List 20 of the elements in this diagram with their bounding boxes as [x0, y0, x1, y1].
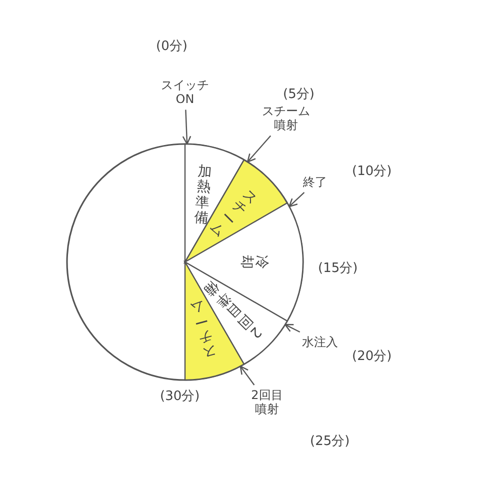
time-label: (15分)	[318, 262, 358, 277]
annotation-text: 水注入	[300, 335, 340, 350]
annotation-text: スイッチON	[160, 78, 210, 107]
sector-label: 加熱準備	[192, 164, 212, 227]
annotation-text: スチーム噴射	[262, 104, 310, 133]
time-label: (5分)	[283, 88, 314, 103]
annotation-text: 2回目噴射	[246, 388, 288, 417]
arrow	[288, 192, 305, 208]
sector-label: スチーム	[188, 296, 218, 360]
sector-label: 冷却	[238, 254, 269, 270]
time-label: (0分)	[156, 40, 188, 55]
arrow	[240, 366, 255, 386]
time-label: (30分)	[160, 390, 200, 405]
time-label: (10分)	[352, 165, 392, 180]
arrow	[182, 110, 192, 145]
annotation-text: 終了	[300, 175, 330, 190]
arrow	[284, 324, 300, 333]
time-label: (25分)	[310, 435, 350, 450]
time-label: (20分)	[352, 350, 392, 365]
arrow	[246, 135, 272, 163]
